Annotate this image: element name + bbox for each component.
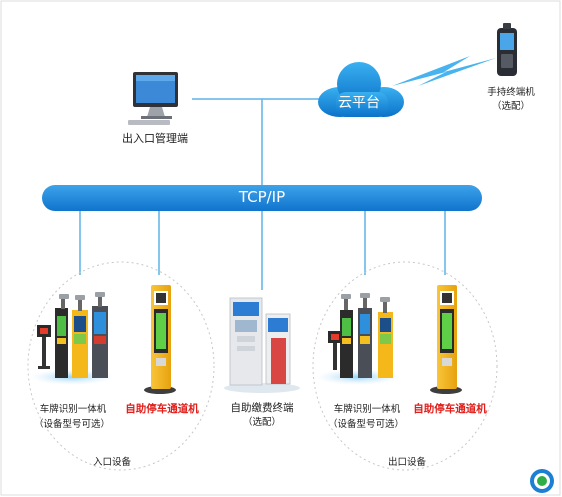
handheld-label-line1: 手持终端机: [487, 87, 535, 98]
tcp-ip-bus: [42, 185, 482, 211]
entrance-gate-machine-icon: [144, 285, 176, 394]
computer-monitor-icon: [128, 72, 178, 125]
wireless-signal-icon: [392, 56, 496, 86]
payment-kiosk-icon: [224, 297, 300, 393]
exit-gate-machine-icon: [430, 285, 462, 394]
exit-camera-sublabel: （设备型号可选）: [327, 419, 404, 430]
management-label: 出入口管理端: [122, 132, 188, 145]
handheld-label-line2: （选配）: [491, 101, 530, 112]
handheld-terminal-icon: [497, 23, 517, 76]
entrance-zone-label: 入口设备: [92, 457, 131, 468]
cloud-label: 云平台: [338, 95, 380, 111]
bus-label: TCP/IP: [238, 188, 286, 206]
entrance-gate-label: 自助停车通道机: [125, 403, 199, 415]
exit-zone-label: 出口设备: [387, 457, 426, 468]
connection-lines: [79, 98, 446, 290]
entrance-camera-label: 车牌识别一体机: [39, 404, 107, 415]
exit-gate-label: 自助停车通道机: [413, 403, 487, 415]
exit-camera-label: 车牌识别一体机: [333, 404, 401, 415]
cloud-icon: [318, 62, 404, 117]
exit-lpr-cameras-icon: [316, 293, 400, 385]
corner-emblem-icon: [530, 469, 554, 493]
kiosk-label-line1: 自助缴费终端: [230, 402, 294, 414]
exit-zone: [312, 261, 498, 471]
entrance-lpr-cameras-icon: [30, 292, 114, 385]
entrance-camera-sublabel: （设备型号可选）: [33, 419, 110, 430]
entrance-zone: [27, 261, 215, 471]
kiosk-label-line2: （选配）: [242, 417, 281, 428]
